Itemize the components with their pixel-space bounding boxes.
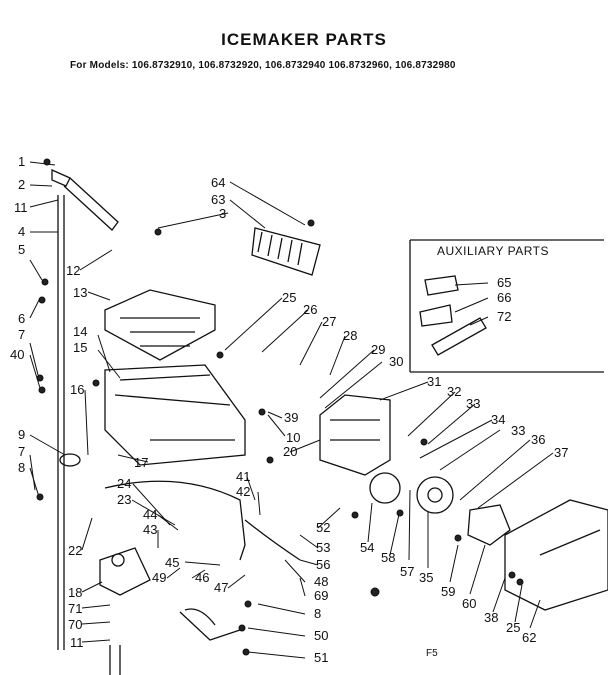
cam [369, 472, 401, 504]
label-51: 51 [314, 650, 328, 665]
label-31: 31 [427, 374, 441, 389]
label-14: 14 [73, 324, 87, 339]
label-16: 16 [70, 382, 84, 397]
label-8b: 8 [314, 606, 321, 621]
label-15: 15 [73, 340, 87, 355]
motor-housing [319, 394, 391, 476]
label-34: 34 [491, 412, 505, 427]
shield-part [251, 227, 321, 276]
leader-lines [29, 161, 554, 659]
label-70: 70 [68, 617, 82, 632]
label-5: 5 [18, 242, 25, 257]
label-66: 66 [497, 290, 511, 305]
part-number-labels: 1 2 11 4 5 6 7 40 9 7 8 12 13 14 15 16 1… [10, 154, 568, 665]
label-46: 46 [195, 570, 209, 585]
label-60: 60 [462, 596, 476, 611]
label-18: 18 [68, 585, 82, 600]
label-40: 40 [10, 347, 24, 362]
model-numbers: For Models: 106.8732910, 106.8732920, 10… [70, 60, 456, 71]
label-3: 3 [219, 206, 226, 221]
label-25: 25 [282, 290, 296, 305]
label-10: 10 [286, 430, 300, 445]
auxiliary-parts-drawing [419, 275, 487, 356]
label-38: 38 [484, 610, 498, 625]
label-30: 30 [389, 354, 403, 369]
figure-code: F5 [426, 648, 438, 659]
label-22: 22 [68, 543, 82, 558]
label-59: 59 [441, 584, 455, 599]
label-36: 36 [531, 432, 545, 447]
label-41: 41 [236, 469, 250, 484]
label-25b: 25 [506, 620, 520, 635]
label-54: 54 [360, 540, 374, 555]
label-62: 62 [522, 630, 536, 645]
label-12: 12 [66, 263, 80, 278]
label-49: 49 [152, 570, 166, 585]
diagram-title: ICEMAKER PARTS [221, 30, 387, 49]
label-56: 56 [316, 557, 330, 572]
label-11: 11 [14, 200, 28, 215]
label-37: 37 [554, 445, 568, 460]
label-52: 52 [316, 520, 330, 535]
fill-tube-rod [51, 168, 121, 675]
ice-mold [104, 364, 246, 466]
label-57: 57 [400, 564, 414, 579]
label-8: 8 [18, 460, 25, 475]
fasteners [36, 158, 524, 656]
label-27: 27 [322, 314, 336, 329]
label-42: 42 [236, 484, 250, 499]
label-23: 23 [117, 492, 131, 507]
label-17: 17 [134, 455, 148, 470]
label-4: 4 [18, 224, 25, 239]
label-7b: 7 [18, 444, 25, 459]
label-33b: 33 [511, 423, 525, 438]
label-7: 7 [18, 327, 25, 342]
label-20: 20 [283, 444, 297, 459]
label-9: 9 [18, 427, 25, 442]
label-63: 63 [211, 192, 225, 207]
label-1: 1 [18, 154, 25, 169]
label-29: 29 [371, 342, 385, 357]
label-69: 69 [314, 588, 328, 603]
timing-motor [467, 504, 511, 546]
front-cover [504, 499, 608, 611]
label-13: 13 [73, 285, 87, 300]
wire-harness [104, 480, 301, 561]
label-43: 43 [143, 522, 157, 537]
label-71: 71 [68, 601, 82, 616]
label-39: 39 [284, 410, 298, 425]
auxiliary-box-border [409, 239, 604, 373]
label-6: 6 [18, 311, 25, 326]
label-11b: 11 [70, 635, 84, 650]
label-2: 2 [18, 177, 25, 192]
label-28: 28 [343, 328, 357, 343]
label-50: 50 [314, 628, 328, 643]
label-44: 44 [143, 507, 157, 522]
inlet-hose [179, 608, 241, 641]
auxiliary-parts-title: AUXILIARY PARTS [437, 244, 549, 258]
label-26: 26 [303, 302, 317, 317]
label-72: 72 [497, 309, 511, 324]
drive-gear [416, 476, 454, 514]
label-33: 33 [466, 396, 480, 411]
label-58: 58 [381, 550, 395, 565]
label-53: 53 [316, 540, 330, 555]
label-24: 24 [117, 476, 131, 491]
ice-tray [104, 289, 216, 361]
label-35: 35 [419, 570, 433, 585]
label-32: 32 [447, 384, 461, 399]
label-65: 65 [497, 275, 511, 290]
label-45: 45 [165, 555, 179, 570]
label-48: 48 [314, 574, 328, 589]
label-47: 47 [214, 580, 228, 595]
label-64: 64 [211, 175, 225, 190]
water-valve [99, 547, 151, 596]
